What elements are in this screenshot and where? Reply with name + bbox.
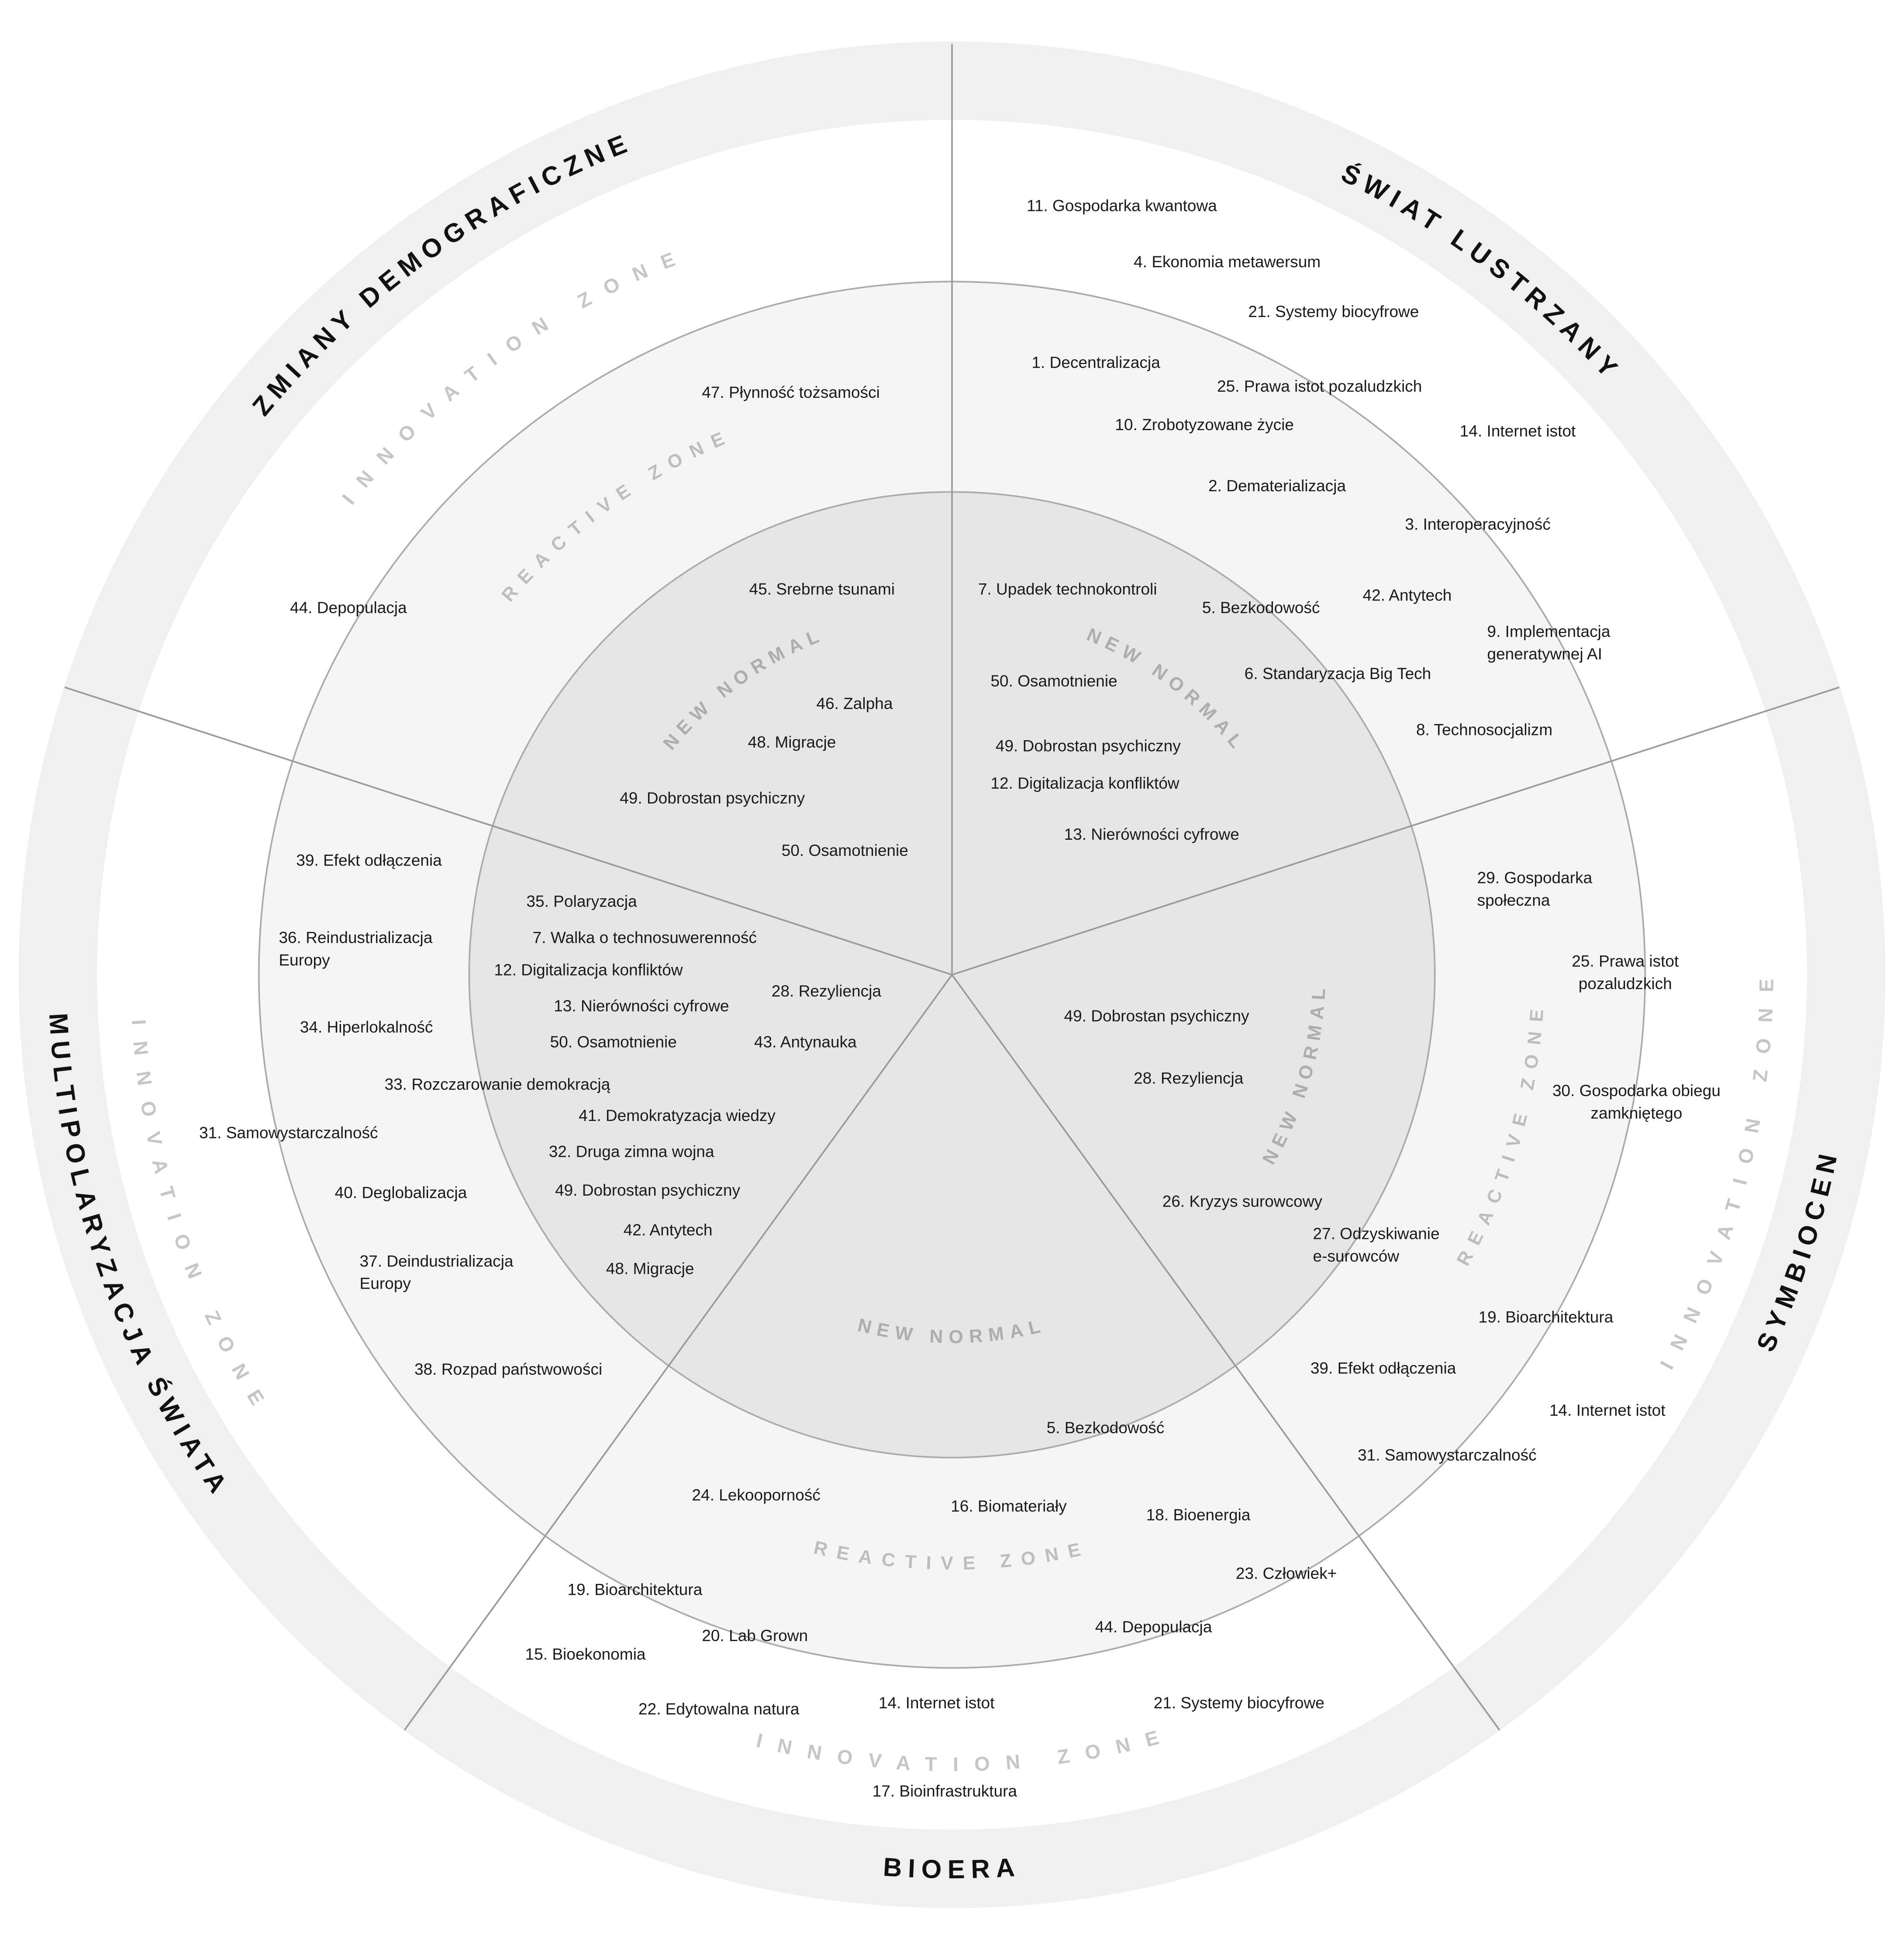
trend-item-symbiocen: 19. Bioarchitektura <box>1478 1307 1613 1326</box>
trend-item-line: 27. Odzyskiwanie <box>1313 1224 1439 1243</box>
trend-item-zmiany_demograficzne: 48. Migracje <box>748 733 836 751</box>
trend-item-line: generatywnej AI <box>1487 645 1602 663</box>
trend-item-bioera: 16. Biomateriały <box>951 1497 1067 1515</box>
trend-item-multipolaryzacja: 39. Efekt odłączenia <box>296 851 442 869</box>
trend-item-swiat_lustrzany: 50. Osamotnienie <box>990 672 1117 690</box>
trend-item-symbiocen: 25. Prawa istot pozaludzkich <box>1572 952 1679 992</box>
trend-item-multipolaryzacja: 42. Antytech <box>624 1221 713 1239</box>
trend-item-swiat_lustrzany: 49. Dobrostan psychiczny <box>996 736 1181 755</box>
trend-item-multipolaryzacja: 43. Antynauka <box>754 1033 857 1051</box>
trend-item-swiat_lustrzany: 1. Decentralizacja <box>1031 353 1160 372</box>
trend-item-symbiocen: 26. Kryzys surowcowy <box>1162 1192 1323 1210</box>
trend-item-multipolaryzacja: 33. Rozczarowanie demokracją <box>385 1075 611 1093</box>
trend-item-line: Europy <box>360 1274 411 1293</box>
trend-item-bioera: 15. Bioekonomia <box>525 1645 646 1663</box>
trend-item-symbiocen: 14. Internet istot <box>1549 1401 1666 1419</box>
trend-item-swiat_lustrzany: 25. Prawa istot pozaludzkich <box>1217 377 1422 395</box>
trend-item-symbiocen: 29. Gospodarka społeczna <box>1477 869 1593 909</box>
trend-item-multipolaryzacja: 31. Samowystarczalność <box>199 1124 378 1142</box>
trend-item-multipolaryzacja: 28. Rezyliencja <box>772 982 882 1000</box>
trend-item-line: społeczna <box>1477 891 1550 909</box>
trend-item-symbiocen: 30. Gospodarka obiegu zamkniętego <box>1552 1081 1721 1122</box>
trend-item-swiat_lustrzany: 4. Ekonomia metawersum <box>1134 252 1321 271</box>
trend-item-bioera: 21. Systemy biocyfrowe <box>1154 1693 1325 1712</box>
trend-item-symbiocen: 39. Efekt odłączenia <box>1311 1359 1456 1377</box>
sector-dividers <box>64 44 1840 1731</box>
trend-item-bioera: 17. Bioinfrastruktura <box>873 1782 1018 1800</box>
trend-item-line: 29. Gospodarka <box>1477 869 1593 887</box>
divider-line <box>64 686 952 976</box>
trend-item-swiat_lustrzany: 21. Systemy biocyfrowe <box>1248 302 1419 321</box>
trend-item-swiat_lustrzany: 3. Interoperacyjność <box>1405 515 1550 533</box>
trend-item-multipolaryzacja: 34. Hiperlokalność <box>300 1017 433 1036</box>
trend-item-bioera: 18. Bioenergia <box>1146 1506 1251 1524</box>
trend-item-symbiocen: 31. Samowystarczalność <box>1358 1446 1537 1464</box>
trend-item-bioera: 14. Internet istot <box>879 1693 995 1712</box>
trend-item-swiat_lustrzany: 7. Upadek technokontroli <box>978 579 1157 598</box>
trend-item-multipolaryzacja: 12. Digitalizacja konfliktów <box>494 960 683 979</box>
trend-item-zmiany_demograficzne: 44. Depopulacja <box>290 598 407 617</box>
divider-line <box>952 686 1840 976</box>
trend-item-line: 25. Prawa istot <box>1572 952 1679 970</box>
trend-item-line: 9. Implementacja <box>1487 622 1610 640</box>
trend-item-multipolaryzacja: 35. Polaryzacja <box>526 892 637 910</box>
innovation-zone-label: INNOVATION ZONE <box>754 1722 1177 1776</box>
trend-item-zmiany_demograficzne: 45. Srebrne tsunami <box>749 579 895 598</box>
trend-item-swiat_lustrzany: 10. Zrobotyzowane życie <box>1115 415 1294 434</box>
trend-item-multipolaryzacja: 38. Rozpad państwowości <box>414 1360 602 1378</box>
trend-item-multipolaryzacja: 49. Dobrostan psychiczny <box>555 1181 740 1199</box>
trend-item-swiat_lustrzany: 42. Antytech <box>1362 586 1452 604</box>
trend-item-zmiany_demograficzne: 50. Osamotnienie <box>782 841 908 859</box>
trend-item-multipolaryzacja: 48. Migracje <box>606 1259 694 1277</box>
trend-item-zmiany_demograficzne: 46. Zalpha <box>816 694 893 713</box>
trend-item-line: zamkniętego <box>1590 1104 1682 1122</box>
trend-item-swiat_lustrzany: 13. Nierówności cyfrowe <box>1064 825 1239 843</box>
trend-item-swiat_lustrzany: 9. Implementacja generatywnej AI <box>1487 622 1610 662</box>
trend-item-bioera: 20. Lab Grown <box>702 1626 808 1645</box>
divider-line <box>951 974 1500 1731</box>
trend-item-swiat_lustrzany: 5. Bezkodowość <box>1202 598 1320 617</box>
trend-item-symbiocen: 49. Dobrostan psychiczny <box>1064 1007 1249 1025</box>
trend-item-bioera: 22. Edytowalna natura <box>638 1700 800 1718</box>
trend-item-symbiocen: 28. Rezyliencja <box>1134 1069 1244 1087</box>
trend-item-multipolaryzacja: 7. Walka o technosuwerenność <box>533 928 757 946</box>
trend-item-bioera: 23. Człowiek+ <box>1236 1564 1337 1582</box>
trend-item-swiat_lustrzany: 12. Digitalizacja konfliktów <box>990 774 1179 792</box>
section-title-bioera: BIOERA <box>882 1852 1021 1884</box>
trend-item-bioera: 24. Lekooporność <box>692 1486 820 1504</box>
trend-item-multipolaryzacja: 50. Osamotnienie <box>550 1033 677 1051</box>
trend-item-multipolaryzacja: 41. Demokratyzacja wiedzy <box>579 1106 776 1124</box>
trend-item-line: 36. Reindustrializacja <box>279 928 432 946</box>
divider-line <box>404 974 953 1731</box>
trend-item-bioera: 19. Bioarchitektura <box>567 1580 702 1599</box>
trend-item-line: 37. Deindustrializacja <box>360 1252 514 1270</box>
trend-item-line: e-surowców <box>1313 1247 1399 1265</box>
trend-item-zmiany_demograficzne: 47. Płynność tożsamości <box>702 383 880 401</box>
trend-item-bioera: 5. Bezkodowość <box>1047 1418 1165 1437</box>
trend-item-line: pozaludzkich <box>1579 974 1672 993</box>
trend-item-swiat_lustrzany: 11. Gospodarka kwantowa <box>1027 197 1217 215</box>
trend-item-symbiocen: 27. Odzyskiwanie e-surowców <box>1313 1224 1439 1265</box>
trend-item-line: 30. Gospodarka obiegu <box>1552 1081 1721 1100</box>
trend-item-swiat_lustrzany: 6. Standaryzacja Big Tech <box>1245 664 1431 683</box>
trend-item-line: Europy <box>279 951 330 969</box>
trend-item-multipolaryzacja: 40. Deglobalizacja <box>335 1183 467 1201</box>
trend-item-multipolaryzacja: 32. Druga zimna wojna <box>549 1142 714 1160</box>
trend-item-swiat_lustrzany: 14. Internet istot <box>1460 421 1576 440</box>
trend-items: 11. Gospodarka kwantowa 4. Ekonomia metaw… <box>199 197 1721 1800</box>
trend-item-zmiany_demograficzne: 49. Dobrostan psychiczny <box>620 789 805 807</box>
trend-item-swiat_lustrzany: 2. Dematerializacja <box>1208 476 1346 495</box>
trend-item-bioera: 44. Depopulacja <box>1095 1617 1212 1636</box>
trend-item-swiat_lustrzany: 8. Technosocjalizm <box>1416 720 1552 738</box>
section-title-swiat-lustrzany: ŚWIAT LUSTRZANY <box>1337 158 1627 387</box>
trend-item-multipolaryzacja: 13. Nierówności cyfrowe <box>554 997 729 1015</box>
